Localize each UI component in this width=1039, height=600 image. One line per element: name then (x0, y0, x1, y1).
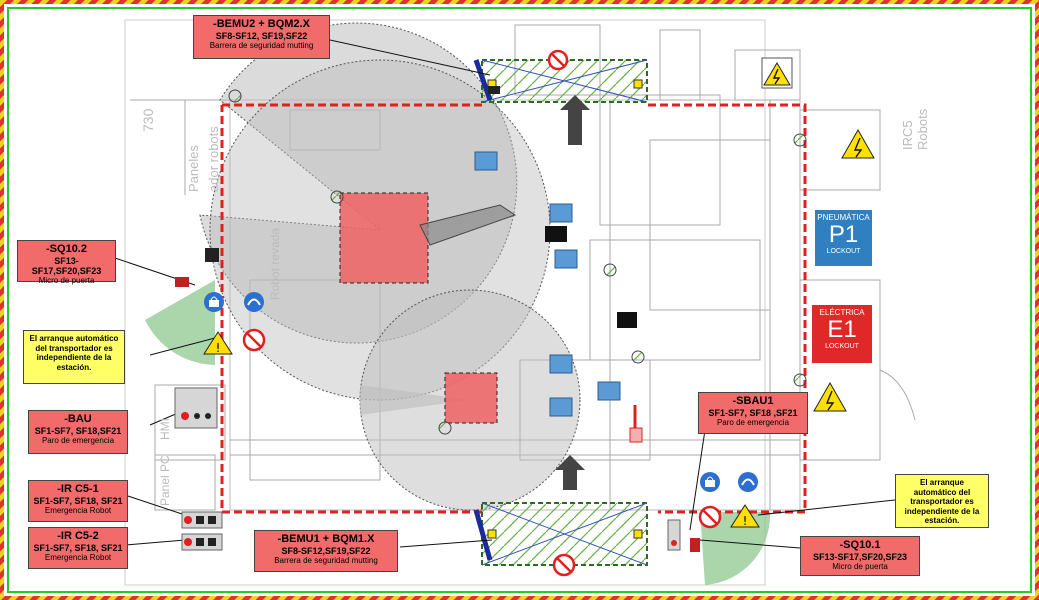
label-sbau1: -SBAU1 SF1-SF7, SF18 ,SF21 Paro de emerg… (698, 392, 808, 434)
no-touch-icons (242, 49, 722, 577)
label-bau: -BAU SF1-SF7, SF18,SF21 Paro de emergenc… (28, 410, 128, 454)
mandatory-icons (204, 292, 758, 492)
barrier-emitter-bottom (473, 509, 493, 561)
robot-1-arm (419, 204, 517, 246)
bg-text-hmi: HMI (158, 418, 172, 440)
label-bau-codes: SF1-SF7, SF18,SF21 (34, 425, 122, 436)
warning-icons: ! ! (203, 57, 875, 528)
label-irc5-1-title: -IR C5-1 (57, 483, 99, 495)
label-sq10-1-title: -SQ10.1 (839, 539, 881, 551)
sensor-boxes (474, 151, 621, 417)
label-bemu1-desc: Barrera de seguridad mutting (274, 555, 378, 565)
label-sbau1-codes: SF1-SF7, SF18 ,SF21 (708, 407, 798, 418)
flow-arrow-bottom (555, 455, 585, 490)
label-irc5-1-desc: Emergencia Robot (44, 505, 112, 515)
label-irc5-2-desc: Emergencia Robot (44, 552, 112, 562)
bg-text-robots-left: ador robots (206, 126, 221, 192)
bg-text-irc5: IRC5 (900, 120, 915, 150)
label-bau-desc: Paro de emergencia (41, 435, 115, 445)
label-bemu1-title: -BEMU1 + BQM1.X (277, 533, 375, 545)
label-sq10-1-codes: SF13-SF17,SF20,SF23 (812, 551, 908, 562)
bg-text-robots-right: Robots (915, 108, 930, 150)
label-bemu1-codes: SF8-SF12,SF19,SF22 (281, 545, 371, 556)
emergency-devices (174, 248, 700, 552)
label-irc5-1-codes: SF1-SF7, SF18, SF21 (33, 495, 123, 506)
bg-text-730: 730 (140, 108, 156, 132)
label-sq10-1-desc: Micro de puerta (832, 561, 888, 571)
panel-p1-big: P1 (828, 221, 859, 248)
label-sq10-2: -SQ10.2 SF13-SF17,SF20,SF23 Micro de pue… (17, 240, 116, 286)
label-sq10-2-title: -SQ10.2 (46, 243, 87, 255)
label-bemu2-codes: SF8-SF12, SF19,SF22 (215, 30, 308, 41)
flow-arrow-top (560, 95, 590, 145)
panel-e1-electric: ELÉCTRICA E1 LOCKOUT (812, 305, 872, 363)
panel-p1-bottom: LOCKOUT (826, 248, 861, 255)
label-bemu2-desc: Barrera de seguridad mutting (209, 40, 314, 50)
label-sq10-2-codes: SF13-SF17,SF20,SF23 (31, 255, 102, 276)
panel-p1-pneumatic: PNEUMÁTICA P1 LOCKOUT (815, 210, 872, 266)
door-swing-right (700, 512, 771, 585)
robot-zone-large (199, 22, 518, 344)
label-sq10-1: -SQ10.1 SF13-SF17,SF20,SF23 Micro de pue… (800, 536, 920, 576)
robot-1 (339, 192, 429, 284)
note-left-conveyor: El arranque automático del transportador… (23, 330, 125, 384)
label-sbau1-title: -SBAU1 (732, 395, 774, 407)
label-irc5-2-title: -IR C5-2 (57, 530, 99, 542)
note-right-conveyor: El arranque automático del transportador… (895, 474, 989, 528)
robot-2 (444, 372, 498, 424)
label-sbau1-desc: Paro de emergencia (716, 417, 790, 427)
label-bau-title: -BAU (64, 413, 92, 425)
svg-text:!: ! (743, 514, 748, 528)
label-irc5-1: -IR C5-1 SF1-SF7, SF18, SF21 Emergencia … (28, 480, 128, 522)
svg-text:!: ! (216, 341, 221, 355)
panel-e1-bottom: LOCKOUT (825, 343, 859, 350)
bg-text-panel-pc: Panel PC (158, 455, 172, 506)
barrier-emitter-top (473, 59, 493, 101)
panel-e1-top: ELÉCTRICA (819, 308, 865, 317)
grid-markers (228, 89, 807, 435)
label-bemu1: -BEMU1 + BQM1.X SF8-SF12,SF19,SF22 Barre… (254, 530, 398, 572)
outer-green-border (7, 7, 1032, 593)
label-bemu2: -BEMU2 + BQM2.X SF8-SF12, SF19,SF22 Barr… (193, 15, 330, 59)
bg-text-paneles: Paneles (186, 145, 201, 192)
label-sq10-2-desc: Micro de puerta (38, 276, 95, 286)
label-irc5-2-codes: SF1-SF7, SF18, SF21 (33, 542, 123, 553)
panel-e1-big: E1 (827, 316, 857, 343)
label-irc5-2: -IR C5-2 SF1-SF7, SF18, SF21 Emergencia … (28, 527, 128, 569)
label-bemu2-title: -BEMU2 + BQM2.X (213, 18, 310, 30)
motors (488, 86, 637, 328)
bg-text-robot-revada: Robot revada (268, 227, 282, 300)
door-swing-left (145, 280, 215, 365)
panel-p1-top: PNEUMÁTICA (817, 213, 870, 222)
